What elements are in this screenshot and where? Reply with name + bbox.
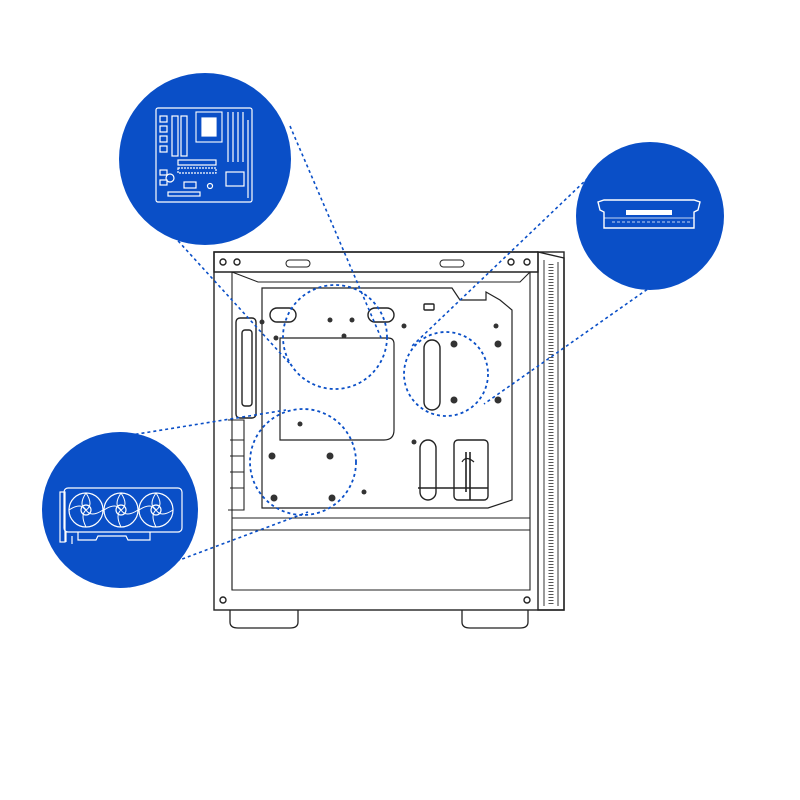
psu-shroud (231, 517, 530, 590)
cable-cutout-lower (419, 439, 437, 501)
screw-top-left (219, 258, 227, 266)
standoff (493, 323, 499, 329)
pc-case (213, 251, 565, 629)
cable-tie-frame (453, 439, 489, 501)
standoff (411, 439, 417, 445)
leader-motherboard-b (289, 125, 383, 341)
mount-zones (249, 284, 489, 516)
gpu-callout-disc (42, 432, 198, 588)
graphics-card-icon (59, 487, 183, 544)
cable-tie-band (461, 457, 475, 463)
standoff (494, 396, 502, 404)
leader-ram-a (411, 177, 589, 347)
case-outer-frame (213, 251, 565, 611)
screw-bottom-left (219, 596, 227, 604)
screw-top-right-2 (523, 258, 531, 266)
screw-bottom-right (523, 596, 531, 604)
standoff (270, 494, 278, 502)
foot-left (229, 610, 299, 629)
motherboard-tray (261, 287, 513, 509)
tray-slot-a (269, 307, 297, 323)
ram-callout (576, 142, 724, 290)
standoff (494, 340, 502, 348)
rear-io-bracket (228, 419, 245, 511)
motherboard-zone-ring (282, 284, 388, 390)
standoff (401, 323, 407, 329)
foot-right (461, 610, 529, 629)
leader-motherboard-a (169, 231, 293, 367)
top-slot-left (285, 259, 311, 268)
inner-frame (231, 271, 531, 591)
motherboard-icon (155, 107, 253, 203)
standoffs (259, 317, 502, 502)
motherboard-callout (119, 73, 291, 245)
standoff (268, 452, 276, 460)
rear-fan-frame (235, 317, 257, 419)
standoff (450, 340, 458, 348)
gpu-callout (42, 432, 198, 588)
standoff (297, 421, 303, 427)
rear-fan-inner (241, 329, 253, 407)
tray-cutout-main (279, 337, 395, 441)
ram-callout-disc (576, 142, 724, 290)
top-slot-right (439, 259, 465, 268)
standoff (341, 333, 347, 339)
pcie-slots (230, 439, 244, 489)
front-panel (537, 251, 565, 611)
standoff (361, 489, 367, 495)
front-mesh-edge (543, 260, 559, 606)
tray-slot-c (423, 303, 435, 311)
motherboard-callout-disc (119, 73, 291, 245)
standoff (450, 396, 458, 404)
standoff (326, 452, 334, 460)
leader-ram-b (483, 285, 653, 405)
standoff (349, 317, 355, 323)
gpu-zone-ring (249, 408, 357, 516)
standoff (328, 494, 336, 502)
standoff (273, 335, 279, 341)
screw-top-right (507, 258, 515, 266)
ram-zone-ring (403, 331, 489, 417)
cable-cutout-upper (423, 339, 441, 411)
ram-module-icon (597, 199, 701, 229)
tray-slot-b (367, 307, 395, 323)
screw-top-left-2 (233, 258, 241, 266)
standoff (259, 319, 265, 325)
standoff (327, 317, 333, 323)
